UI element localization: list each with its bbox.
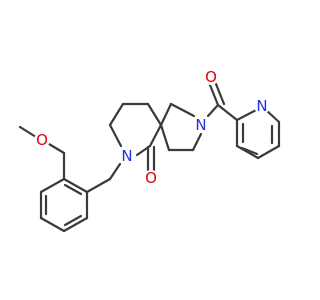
atom-n-lactam: N	[119, 147, 135, 165]
bond-n-carbonyl	[206, 103, 220, 118]
bond-carbonyl-o-2	[214, 82, 226, 106]
atom-o-lactam-label: O	[145, 169, 157, 187]
bond-py-5	[235, 144, 260, 160]
bond-pip-5	[148, 123, 163, 148]
atom-o-amide: O	[203, 68, 219, 86]
atom-n-pyridine-label: N	[256, 97, 267, 115]
bond-benzene-5	[62, 216, 89, 233]
bond-pip-1	[108, 123, 123, 148]
bond-benzene-4	[39, 216, 66, 233]
atom-n-pyrrolidine-label: N	[195, 116, 206, 134]
bond-pyr-2	[169, 102, 196, 118]
bond-pip-4	[146, 102, 163, 127]
atom-o-lactam: O	[143, 169, 159, 187]
bond-py-1	[235, 107, 260, 122]
atom-o-amide-label: O	[205, 68, 217, 86]
bond-carbonyl-o-1	[208, 83, 220, 107]
structure-canvas: O N O N O N	[18, 68, 281, 233]
atom-n-pyridine: N	[254, 97, 270, 115]
molecule-diagram: O N O N O N	[18, 68, 281, 233]
bond-pyr-5	[159, 123, 171, 152]
bond-carbonyl-pyridine	[216, 103, 239, 122]
bond-ch2-n	[108, 162, 122, 181]
atom-n-lactam-label: N	[121, 147, 132, 165]
atom-o-methoxy: O	[34, 131, 50, 149]
atom-o-methoxy-label: O	[36, 131, 48, 149]
bond-benzene-7	[62, 177, 89, 194]
bond-benzene-double-3	[63, 183, 83, 196]
bond-benzene-double-2	[63, 214, 83, 227]
bond-pyr-3	[191, 132, 203, 152]
bond-benzene-2	[39, 177, 66, 194]
atom-n-pyrrolidine: N	[193, 116, 209, 134]
bond-methyl-o	[18, 125, 38, 139]
bond-benzyl	[85, 177, 112, 194]
bond-py-4	[256, 144, 281, 160]
bond-pip-2	[108, 102, 125, 127]
bond-pyr-1	[159, 102, 173, 127]
bond-o-aryl	[47, 142, 66, 155]
bond-py-double-3	[240, 146, 259, 156]
bond-py-2	[264, 108, 281, 124]
